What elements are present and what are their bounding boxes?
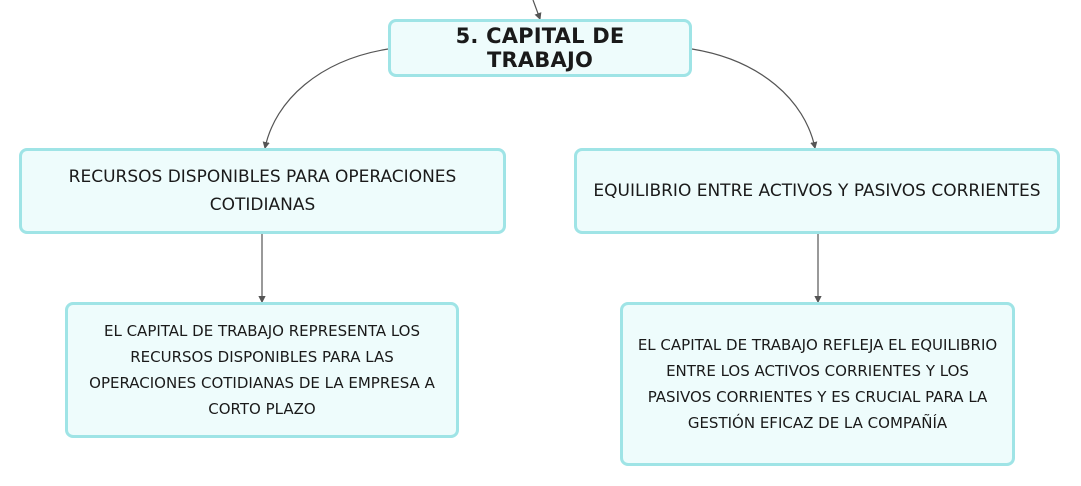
branch-node-balance[interactable]: EQUILIBRIO ENTRE ACTIVOS Y PASIVOS CORRI… bbox=[574, 148, 1060, 234]
root-node-label: 5. CAPITAL DE TRABAJO bbox=[455, 24, 625, 72]
connector-root-to-left bbox=[262, 48, 389, 150]
detail-node-balance-text: EL CAPITAL DE TRABAJO REFLEJA EL EQUILIB… bbox=[637, 335, 998, 433]
branch-node-balance-label: EQUILIBRIO ENTRE ACTIVOS Y PASIVOS CORRI… bbox=[593, 180, 1041, 201]
connector-root-to-right bbox=[691, 48, 818, 150]
detail-node-resources-text: EL CAPITAL DE TRABAJO REPRESENTA LOS REC… bbox=[89, 321, 435, 419]
branch-node-resources[interactable]: RECURSOS DISPONIBLES PARA OPERACIONES CO… bbox=[19, 148, 506, 234]
branch-node-resources-label: RECURSOS DISPONIBLES PARA OPERACIONES CO… bbox=[68, 166, 457, 215]
detail-node-balance[interactable]: EL CAPITAL DE TRABAJO REFLEJA EL EQUILIB… bbox=[620, 302, 1015, 466]
connector-top-incoming bbox=[532, 0, 542, 21]
detail-node-resources[interactable]: EL CAPITAL DE TRABAJO REPRESENTA LOS REC… bbox=[65, 302, 459, 438]
root-node[interactable]: 5. CAPITAL DE TRABAJO bbox=[388, 19, 692, 77]
